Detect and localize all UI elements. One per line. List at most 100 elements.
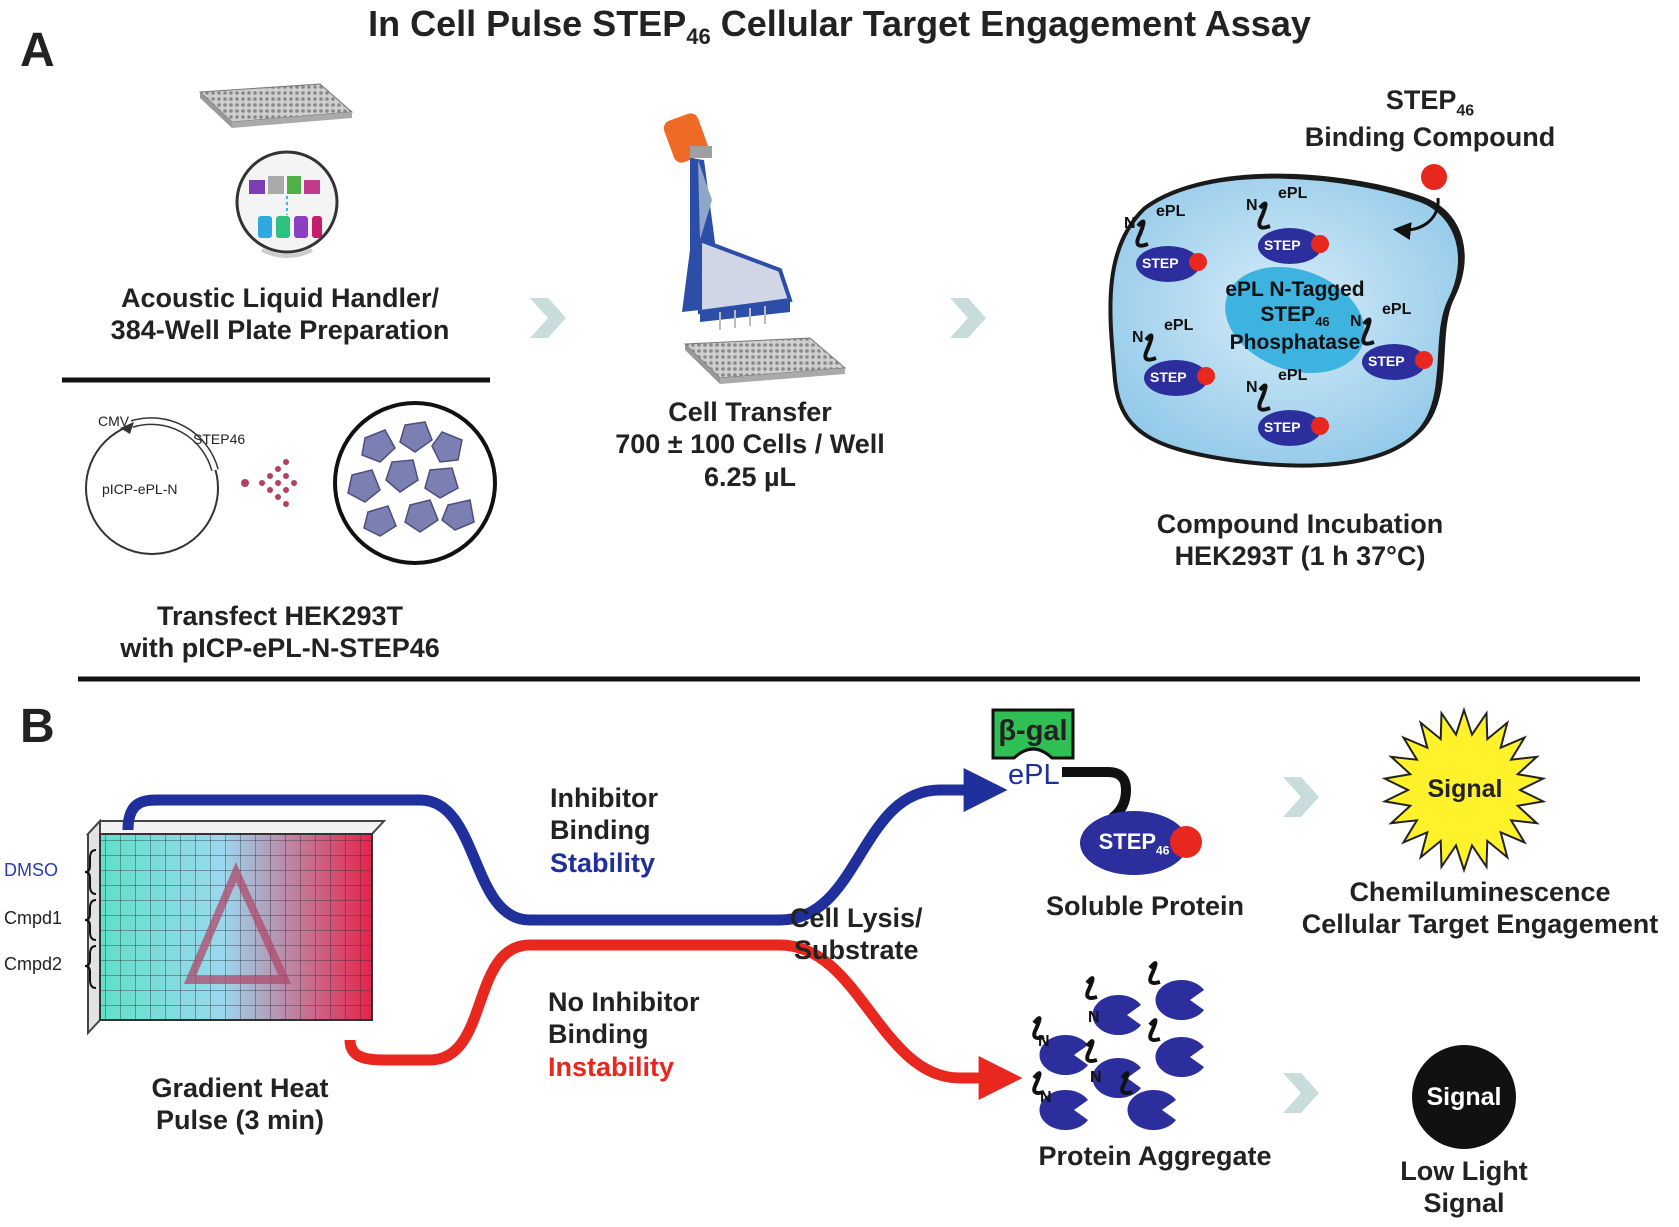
compound-step-sub: 46	[1456, 102, 1475, 120]
compound-caption: STEP46 Binding Compound	[1260, 84, 1600, 153]
title-rest: Cellular Target Engagement Assay	[710, 3, 1311, 44]
cell-dish-icon	[333, 401, 497, 565]
cell-center-label: ePL N-Tagged STEP46 Phosphatase	[1195, 277, 1395, 355]
step46-label: STEP46	[1080, 829, 1188, 858]
cell-step-label: STEP	[1368, 353, 1405, 369]
row-label-cmpd2: Cmpd2	[4, 954, 63, 974]
step1-caption: Acoustic Liquid Handler/ 384-Well Plate …	[80, 282, 480, 347]
cell-n-label: N	[1124, 215, 1136, 232]
bound-compound-icon	[1170, 826, 1202, 858]
cell-epl-label: ePL	[1156, 203, 1186, 220]
row-label-dmso: DMSO	[4, 860, 58, 880]
low-line2: Signal	[1423, 1188, 1505, 1219]
aggregated-protein-icon	[1085, 1039, 1141, 1099]
step46-main: STEP	[1098, 829, 1157, 854]
cell-epl-label: ePL	[1382, 301, 1412, 318]
cell-step-label: STEP	[1264, 237, 1301, 253]
no-inhibitor-line2: Binding	[548, 1019, 649, 1050]
lysis-line2: Substrate	[794, 935, 919, 966]
figure-title: In Cell Pulse STEP46 Cellular Target Eng…	[0, 2, 1679, 51]
lysis-line1: Cell Lysis/	[790, 903, 923, 933]
compound-line2: Binding Compound	[1304, 121, 1556, 152]
beta-gal-icon	[991, 708, 1075, 760]
liquid-handler-icon	[235, 150, 339, 258]
aggregate-n-label: N	[1088, 1009, 1100, 1026]
cell-epl-label: ePL	[1164, 317, 1194, 334]
no-inhibitor-line1: No Inhibitor	[548, 987, 700, 1017]
step46-protein-icon	[1080, 811, 1188, 875]
cell-step-label: STEP	[1142, 255, 1179, 271]
cell-step-protein-icon	[1257, 383, 1329, 446]
step2-line1: Cell Transfer	[668, 397, 832, 427]
binding-compound-icon	[1421, 164, 1447, 190]
panel-b-label: B	[20, 700, 55, 753]
cell-n-label: N	[1246, 197, 1258, 214]
plate-384-icon	[198, 83, 354, 128]
cell-center-line1: ePL N-Tagged	[1225, 278, 1365, 301]
inhibitor-line1: Inhibitor	[550, 783, 658, 813]
plate-384-icon	[683, 337, 847, 384]
beta-gal-label: β-gal	[998, 715, 1068, 747]
title-sub: 46	[686, 24, 711, 50]
inhibitor-caption: Inhibitor Binding Stability	[550, 782, 658, 879]
signal-bright-label: Signal	[1427, 775, 1503, 803]
signal-dark-label: Signal	[1426, 1083, 1502, 1111]
no-inhibitor-line3: Instability	[548, 1051, 675, 1082]
cell-center-step: STEP	[1260, 303, 1316, 327]
plasmid-name-label: pICP-ePL-N	[102, 481, 178, 497]
step46-sub: 46	[1156, 843, 1170, 858]
cell-center-step-sub: 46	[1315, 314, 1330, 330]
chemi-caption: Chemiluminescence Cellular Target Engage…	[1280, 876, 1679, 941]
plasmid-icon	[85, 417, 219, 555]
cell-epl-label: ePL	[1278, 185, 1308, 202]
cell-step-protein-icon	[1135, 219, 1207, 282]
chevron-arrow-icon	[1283, 1073, 1319, 1113]
cell-center-line2: STEP46	[1195, 302, 1395, 330]
epl-label: ePL	[1008, 759, 1060, 791]
lysis-caption: Cell Lysis/ Substrate	[790, 902, 923, 967]
low-signal-icon	[1412, 1045, 1516, 1149]
cell-epl-label: ePL	[1278, 367, 1308, 384]
plasmid-gene-label: STEP46	[193, 431, 246, 447]
compound-arrow	[1392, 197, 1440, 241]
cell-step-protein-icon	[1361, 317, 1433, 380]
no-inhibitor-caption: No Inhibitor Binding Instability	[548, 986, 699, 1083]
transfection-dots-icon	[241, 459, 297, 507]
step3-caption: Compound Incubation HEK293T (1 h 37°C)	[1120, 508, 1480, 573]
low-line1: Low Light	[1400, 1156, 1528, 1186]
heat-line1: Gradient Heat	[151, 1073, 329, 1103]
step3-line1: Compound Incubation	[1156, 509, 1444, 539]
step2-line3: 6.25 µL	[703, 461, 797, 492]
chevron-arrow-icon	[530, 298, 566, 338]
chemi-line2: Cellular Target Engagement	[1301, 909, 1659, 940]
aggregate-n-label: N	[1090, 1069, 1102, 1086]
aggregated-protein-icon	[1148, 1018, 1204, 1077]
row-braces	[84, 849, 97, 989]
epl-tether	[1062, 767, 1132, 823]
step2-line2: 700 ± 100 Cells / Well	[615, 429, 885, 460]
cell-step-label: STEP	[1264, 419, 1301, 435]
title-main: In Cell Pulse STEP	[368, 3, 687, 44]
hek293t-cell-icon	[1108, 173, 1465, 468]
cell-n-label: N	[1350, 313, 1362, 330]
cell-n-label: N	[1132, 329, 1144, 346]
transfect-caption: Transfect HEK293T with pICP-ePL-N-STEP46	[80, 600, 480, 665]
inhibitor-line3: Stability	[550, 847, 656, 878]
cell-step-protein-icon	[1257, 201, 1329, 264]
heat-caption: Gradient Heat Pulse (3 min)	[120, 1072, 360, 1137]
aggregated-protein-icon	[1120, 1071, 1176, 1131]
gradient-heat-plate-icon	[85, 818, 387, 1036]
aggregate-n-label: N	[1038, 1033, 1050, 1050]
stability-path	[122, 768, 1008, 926]
transfect-line2: with pICP-ePL-N-STEP46	[120, 633, 440, 664]
cell-step-protein-icon	[1143, 333, 1215, 396]
chevron-arrow-icon	[950, 298, 986, 338]
soluble-caption: Soluble Protein	[1045, 891, 1245, 921]
panel-a-label: A	[20, 24, 55, 77]
step2-caption: Cell Transfer 700 ± 100 Cells / Well 6.2…	[580, 396, 920, 493]
chevron-arrow-icon	[1283, 777, 1319, 817]
heat-line2: Pulse (3 min)	[155, 1105, 325, 1136]
cell-n-label: N	[1246, 379, 1258, 396]
aggregate-n-label: N	[1040, 1089, 1052, 1106]
